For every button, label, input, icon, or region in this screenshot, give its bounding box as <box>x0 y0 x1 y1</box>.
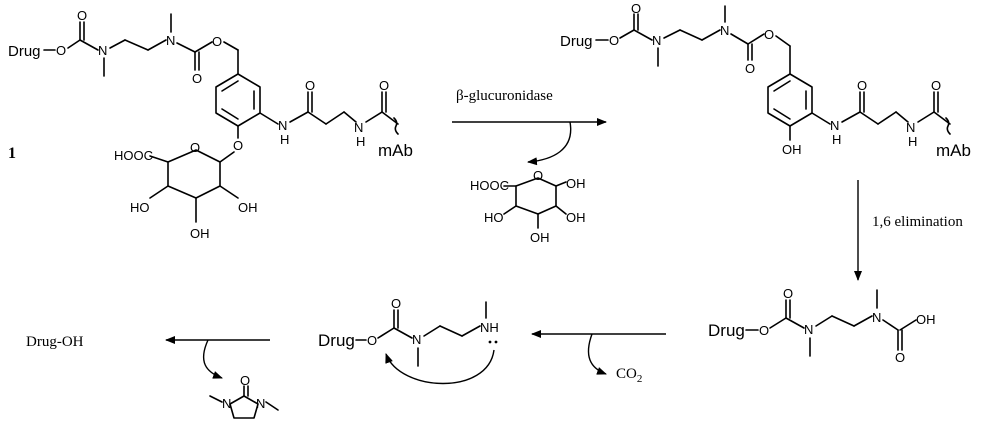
oxygen-atom: O <box>759 323 769 338</box>
drug-label: Drug <box>318 331 355 350</box>
nitrogen-atom: N <box>222 396 231 411</box>
hydroxyl-label: HO <box>130 200 150 215</box>
nitrogen-atom: N <box>412 332 421 347</box>
hydrogen-atom: H <box>280 132 289 147</box>
nitrogen-atom: N <box>830 118 839 133</box>
imidazolidinone-structure: O N N <box>209 373 279 419</box>
glucuronidase-step: β-glucuronidase <box>452 88 607 166</box>
drug-label: Drug <box>8 43 41 60</box>
mab-label: mAb <box>378 141 413 160</box>
release-curved-arrow <box>587 333 607 375</box>
carboxyl-label: HOOC <box>470 178 509 193</box>
oxygen-atom: O <box>391 296 401 311</box>
co2-label: CO2 <box>616 366 642 385</box>
enzyme-label: β-glucuronidase <box>456 88 553 104</box>
oxygen-atom: O <box>192 71 202 86</box>
drug-label: Drug <box>708 321 745 340</box>
release-curved-arrow <box>203 339 223 379</box>
oxygen-atom: O <box>56 43 66 58</box>
oxygen-atom: O <box>305 78 315 93</box>
elimination-label: 1,6 elimination <box>872 214 963 230</box>
nitrogen-atom: N <box>720 23 729 38</box>
hydroxyl-label: OH <box>238 200 258 215</box>
amine-intermediate-structure: Drug O O N NH <box>318 296 499 385</box>
nitrogen-atom: N <box>804 322 813 337</box>
carboxyl-label: HOOC <box>114 148 153 163</box>
hydroxyl-label: OH <box>530 230 550 245</box>
hydroxyl-label: OH <box>916 312 936 327</box>
oxygen-atom: O <box>857 78 867 93</box>
nitrogen-atom: N <box>278 118 287 133</box>
compound-number: 1 <box>8 145 16 162</box>
nitrogen-atom: N <box>354 120 363 135</box>
oxygen-atom: O <box>931 78 941 93</box>
cyclization-curved-arrow <box>385 349 495 385</box>
nitrogen-atom: N <box>98 43 107 58</box>
hydroxyl-label: OH <box>782 142 802 157</box>
hydroxyl-label: HO <box>484 210 504 225</box>
release-curved-arrow <box>527 121 572 166</box>
oxygen-atom: O <box>631 1 641 16</box>
oxygen-atom: O <box>77 8 87 23</box>
hydroxyl-label: OH <box>566 176 586 191</box>
amine-label: NH <box>480 320 499 335</box>
glucuronic-acid-structure: O HOOC OH HO OH OH <box>470 168 586 245</box>
hydrogen-atom: H <box>356 134 365 149</box>
drug-label: Drug <box>560 33 593 50</box>
oxygen-atom: O <box>233 138 243 153</box>
hydrogen-atom: H <box>832 132 841 147</box>
hydroxyl-label: OH <box>190 226 210 241</box>
oxygen-atom: O <box>212 34 222 49</box>
ring-oxygen-atom: O <box>533 168 543 183</box>
hydrogen-atom: H <box>908 134 917 149</box>
oxygen-atom: O <box>367 333 377 348</box>
oxygen-atom: O <box>783 286 793 301</box>
oxygen-atom: O <box>764 27 774 42</box>
ring-oxygen-atom: O <box>190 140 200 155</box>
nitrogen-atom: N <box>652 33 661 48</box>
nitrogen-atom: N <box>906 120 915 135</box>
product-label: Drug-OH <box>26 334 84 350</box>
oxygen-atom: O <box>745 61 755 76</box>
mab-label: mAb <box>936 141 971 160</box>
nitrogen-atom: N <box>872 310 881 325</box>
elimination-step: 1,6 elimination <box>854 180 963 281</box>
nitrogen-atom: N <box>166 33 175 48</box>
compound-1-structure: 1 Drug O O N N O O N H <box>8 8 413 241</box>
cyclization-step: Drug-OH <box>26 334 270 379</box>
hydroxyl-label: OH <box>566 210 586 225</box>
phenol-intermediate-structure: Drug O O N N O O OH N H O <box>560 1 971 160</box>
nitrogen-atom: N <box>256 396 265 411</box>
decarboxylation-step: CO2 <box>531 330 666 385</box>
oxygen-atom: O <box>240 373 250 388</box>
carbamic-acid-structure: Drug O O N N O OH <box>708 286 936 365</box>
oxygen-atom: O <box>895 350 905 365</box>
oxygen-atom: O <box>379 78 389 93</box>
oxygen-atom: O <box>609 33 619 48</box>
